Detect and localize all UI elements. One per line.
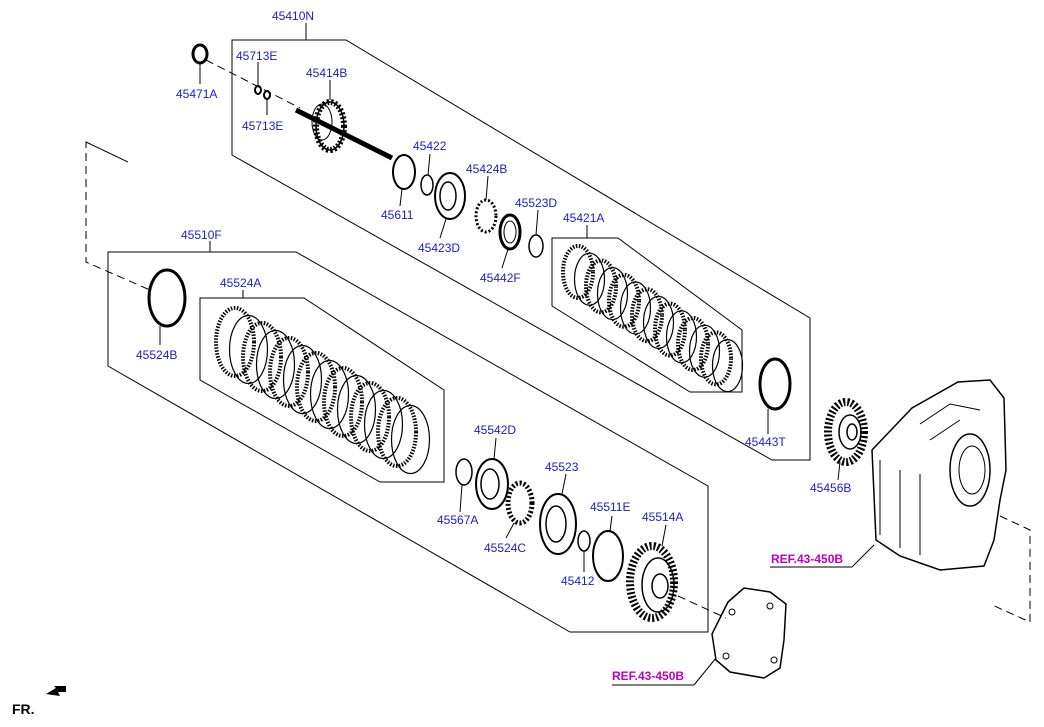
clutch-stack-45421A [561,244,744,393]
label-45542D: 45542D [474,423,516,437]
label-45511E: 45511E [590,500,630,514]
piston-45423D [434,172,466,220]
ring-45713E-b [263,90,271,100]
piston-45542D [475,458,509,510]
ring-45523D [528,234,544,258]
label-45523D: 45523D [515,196,557,210]
drum-45514A [626,542,678,622]
clutch-disc [322,366,364,438]
label-45421A: 45421A [563,211,604,225]
label-45456B: 45456B [810,481,851,495]
clutch-disc [561,244,595,300]
ring-45567A [455,458,473,486]
retainer-45523 [539,493,577,555]
shaft-gear-45414B [294,99,394,161]
clutch-disc [584,258,618,315]
ring-45611 [392,154,416,190]
clutch-disc [630,287,664,344]
label-45567A: 45567A [437,513,478,527]
axis-dash-top [205,59,301,109]
clutch-stack-45524A [214,306,431,475]
plate-45442F [498,213,522,251]
label-45422: 45422 [413,139,447,153]
clutch-disc [255,329,296,400]
label-45412: 45412 [561,574,595,588]
cover-plate [711,587,787,679]
ring-45713E-a [254,85,262,95]
clutch-disc [282,344,323,415]
clutch-disc [349,381,391,453]
transmission-case [871,379,1007,571]
label-45443T: 45443T [745,435,786,449]
axis-dash-right [989,515,1031,623]
label-45510F: 45510F [181,228,222,242]
clutch-disc [214,306,256,378]
snap-ring-45471A [191,43,209,65]
label-45524C: 45524C [484,541,526,555]
group-outline-45410N [231,39,811,461]
snap-ring-45443T [758,357,792,411]
clutch-disc [390,404,431,475]
snap-ring-45524B [147,268,187,328]
front-marker-label: FR. [12,701,35,717]
label-45410N: 45410N [272,9,314,23]
clutch-disc [699,330,733,387]
spring-45424B [474,198,498,234]
label-45713E-bottom: 45713E [242,119,283,133]
ref-label-cover[interactable]: REF.43-450B [612,669,684,683]
label-45514A: 45514A [642,510,683,524]
label-45524B: 45524B [136,348,177,362]
leader-lines [159,23,875,686]
axis-dash-left [85,141,151,291]
clutch-disc [676,316,710,372]
clutch-disc [376,396,418,468]
group-outline-45524A [199,297,445,483]
ring-45511E [592,530,624,582]
label-45424B: 45424B [466,162,507,176]
clutch-disc [241,321,283,393]
label-45414B: 45414B [306,66,347,80]
clutch-disc [653,301,687,358]
clutch-disc [295,351,337,423]
clutch-disc [711,339,744,393]
clutch-disc [228,314,269,385]
ring-45422 [420,174,434,196]
spring-45524C [505,480,535,526]
clutch-disc [268,336,310,408]
axis-dash-bottom [677,595,727,619]
ref-label-case[interactable]: REF.43-450B [771,552,843,566]
clutch-disc [309,359,350,430]
group-outline-45510F [107,251,709,633]
gear-45456B [824,398,868,466]
ring-45412 [577,530,591,552]
label-45611: 45611 [381,208,414,222]
group-outline-45421A [551,237,743,393]
clutch-disc [607,272,641,329]
label-45524A: 45524A [220,276,261,290]
label-45442F: 45442F [480,271,521,285]
label-45423D: 45423D [418,241,460,255]
front-arrow-icon [46,686,66,696]
label-45713E-top: 45713E [236,49,277,63]
label-45471A: 45471A [176,87,217,101]
label-45523: 45523 [545,460,579,474]
clutch-disc [363,389,404,460]
clutch-disc [336,374,377,445]
